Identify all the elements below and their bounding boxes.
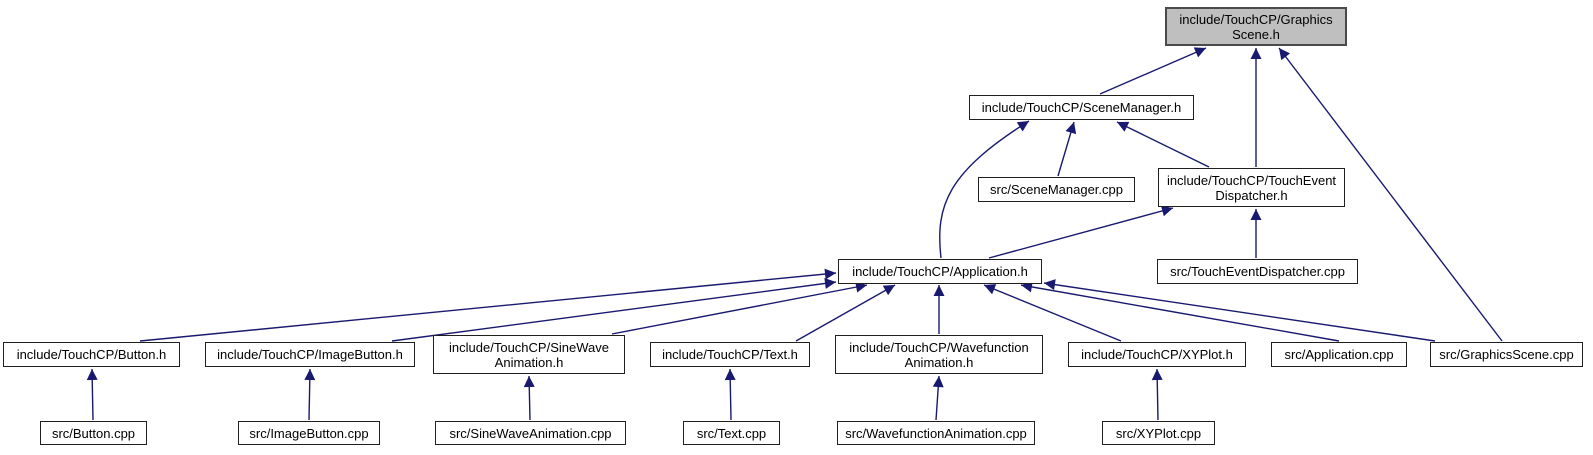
graph-node-application-h[interactable]: include/TouchCP/Application.h: [838, 259, 1042, 284]
dependency-arrow-sine-wave-animation-h--application-h: [611, 281, 868, 335]
dependency-arrow-xy-plot-h--application-h: [983, 284, 1122, 342]
dependency-arrow-image-button-cpp--image-button-h: [304, 368, 316, 421]
dependency-arrow-text-cpp--text-h: [724, 368, 736, 421]
graph-node-sine-wave-animation-cpp[interactable]: src/SineWaveAnimation.cpp: [435, 421, 626, 445]
dependency-arrow-text-h--application-h: [795, 284, 896, 342]
graph-node-xy-plot-h[interactable]: include/TouchCP/XYPlot.h: [1068, 342, 1246, 367]
dependency-arrow-scene-manager-h--graphics-scene-h: [1099, 47, 1207, 95]
graph-node-touch-event-dispatcher-cpp[interactable]: src/TouchEventDispatcher.cpp: [1157, 259, 1358, 284]
graph-node-button-h[interactable]: include/TouchCP/Button.h: [3, 342, 180, 367]
graph-node-touch-event-dispatcher-h[interactable]: include/TouchCP/TouchEvent Dispatcher.h: [1158, 168, 1345, 207]
dependency-arrow-wavefunction-animation-cpp--wavefunction-animation-h: [932, 375, 944, 421]
graph-node-scene-manager-h[interactable]: include/TouchCP/SceneManager.h: [969, 95, 1194, 120]
graph-node-xy-plot-cpp[interactable]: src/XYPlot.cpp: [1102, 421, 1215, 445]
dependency-arrow-button-cpp--button-h: [86, 368, 98, 421]
dependency-arrow-application-cpp--application-h: [1020, 281, 1340, 342]
graph-node-graphics-scene-h: include/TouchCP/Graphics Scene.h: [1165, 7, 1347, 46]
graph-node-wavefunction-animation-cpp[interactable]: src/WavefunctionAnimation.cpp: [837, 421, 1035, 445]
dependency-arrow-application-h--touch-event-dispatcher-h: [988, 205, 1174, 259]
dependency-arrow-xy-plot-cpp--xy-plot-h: [1151, 368, 1163, 421]
graph-node-text-cpp[interactable]: src/Text.cpp: [683, 421, 780, 445]
graph-node-button-cpp[interactable]: src/Button.cpp: [40, 421, 147, 445]
dependency-arrow-scene-manager-cpp--scene-manager-h: [1057, 121, 1077, 177]
dependency-arrow-application-h--scene-manager-h: [939, 120, 1030, 259]
dependency-arrow-graphics-scene-cpp--graphics-scene-h: [1278, 47, 1503, 342]
dependency-arrow-graphics-scene-cpp--application-h: [1043, 279, 1436, 342]
graph-node-image-button-cpp[interactable]: src/ImageButton.cpp: [238, 421, 380, 445]
graph-node-graphics-scene-cpp[interactable]: src/GraphicsScene.cpp: [1430, 342, 1583, 367]
dependency-arrow-sine-wave-animation-cpp--sine-wave-animation-h: [523, 375, 535, 421]
graph-node-wavefunction-animation-h[interactable]: include/TouchCP/Wavefunction Animation.h: [835, 335, 1043, 374]
graph-node-image-button-h[interactable]: include/TouchCP/ImageButton.h: [205, 342, 415, 367]
graph-node-sine-wave-animation-h[interactable]: include/TouchCP/SineWave Animation.h: [433, 335, 625, 374]
dependency-arrow-image-button-h--application-h: [391, 277, 837, 342]
graph-node-scene-manager-cpp[interactable]: src/SceneManager.cpp: [978, 177, 1135, 202]
dependency-arrow-button-h--application-h: [139, 268, 837, 342]
graph-node-text-h[interactable]: include/TouchCP/Text.h: [650, 342, 810, 367]
dependency-arrow-touch-event-dispatcher-h--scene-manager-h: [1116, 121, 1210, 168]
graph-node-application-cpp[interactable]: src/Application.cpp: [1271, 342, 1407, 367]
